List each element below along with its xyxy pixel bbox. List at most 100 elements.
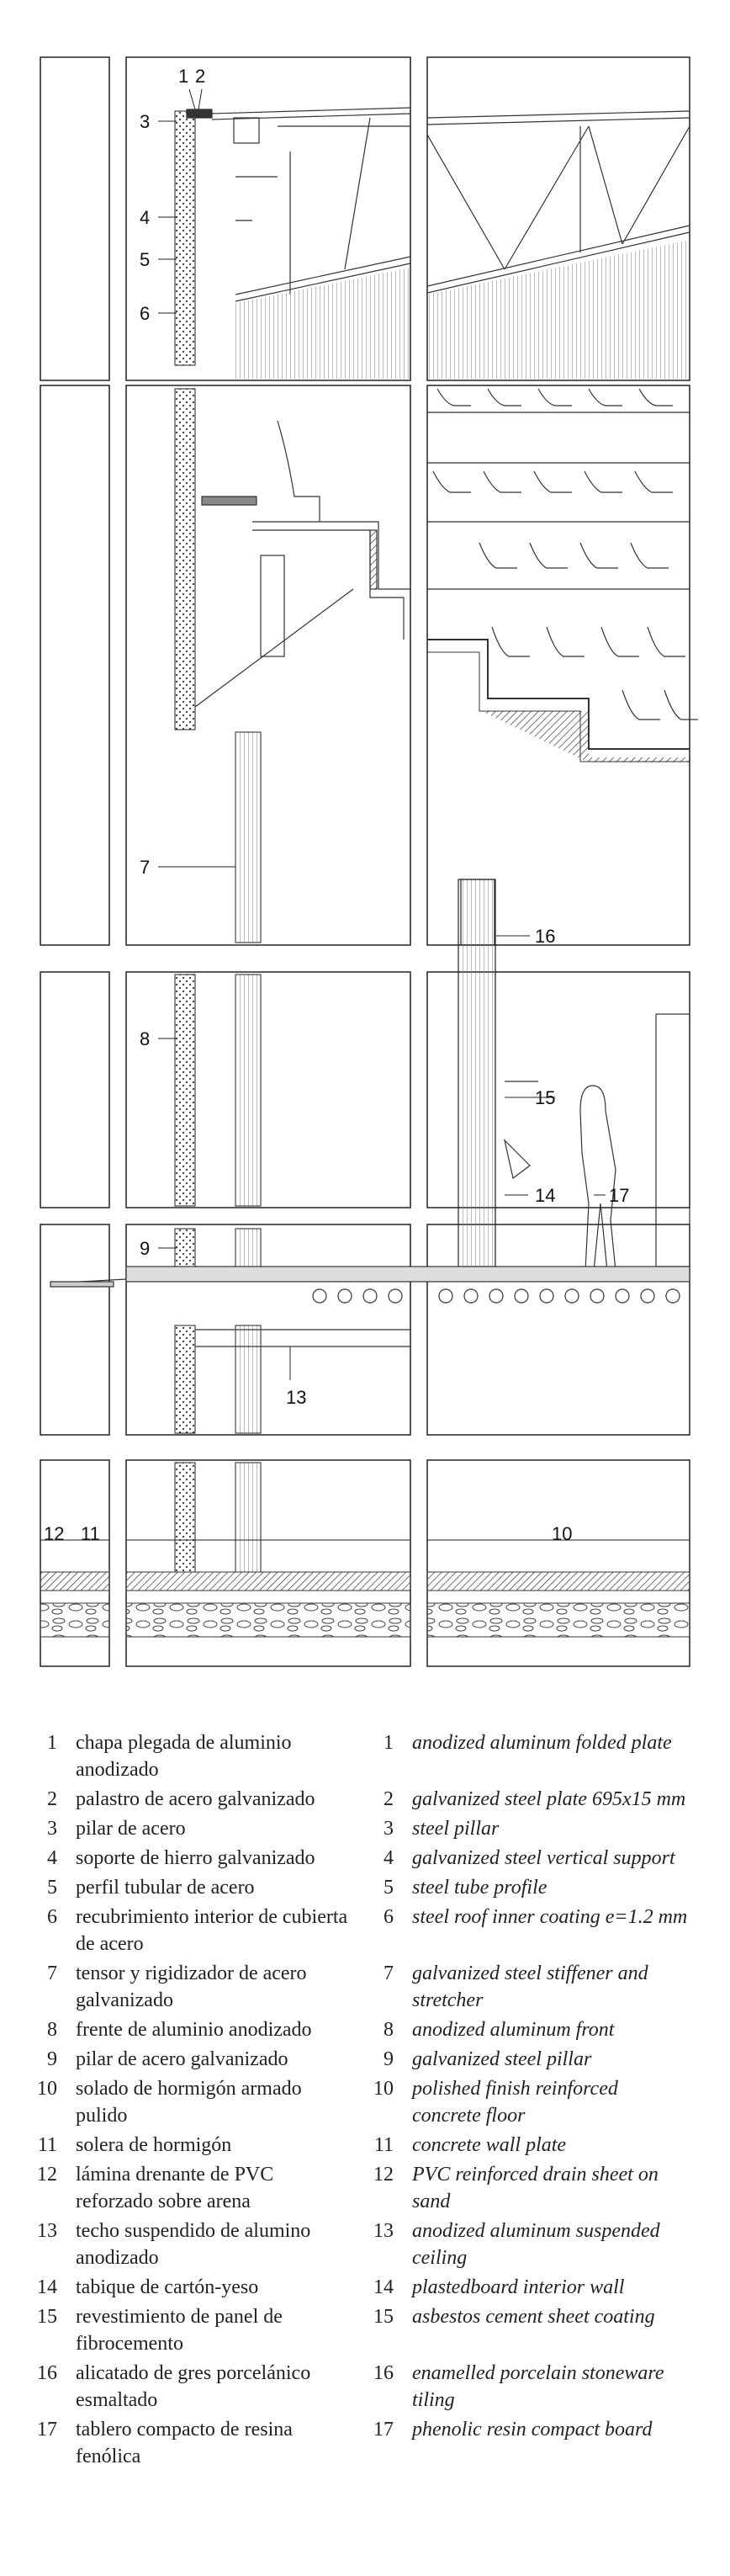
legend-num: 16 <box>37 2362 57 2384</box>
legend-text-es: solado de hormigón armado pulido <box>76 2078 302 2127</box>
callout-3: 3 <box>140 111 150 132</box>
legend-es: 9 pilar de acero galvanizado <box>32 2046 368 2073</box>
legend-es: 7 tensor y rigidizador de acero galvaniza… <box>32 1960 368 2014</box>
legend-text-es: palastro de acero galvanizado <box>76 1788 315 1810</box>
legend-num: 16 <box>373 2362 394 2384</box>
legend-es: 8 frente de aluminio anodizado <box>32 2016 368 2043</box>
legend-text-en: anodized aluminum front <box>412 2019 615 2041</box>
legend-en: 6 steel roof inner coating e=1.2 mm <box>368 1904 705 1957</box>
legend-text-en: anodized aluminum suspended ceiling <box>412 2220 660 2269</box>
legend-num: 9 <box>47 2048 57 2070</box>
ground-layers <box>40 1571 690 1638</box>
legend-text-es: recubrimiento interior de cubierta de ac… <box>76 1906 348 1955</box>
callout-4: 4 <box>140 207 150 228</box>
legend-es: 15 revestimiento de panel de fibrocemento <box>32 2303 368 2357</box>
legend-text-en: polished finish reinforced concrete floo… <box>412 2078 618 2127</box>
legend-text-es: tensor y rigidizador de acero galvanizad… <box>76 1963 307 2011</box>
legend-text-en: enamelled porcelain stoneware tiling <box>412 2362 664 2411</box>
legend-row: 12 lámina drenante de PVC reforzado sobre… <box>32 2161 705 2215</box>
legend-text-es: pilar de acero galvanizado <box>76 2048 288 2070</box>
callout-9: 9 <box>140 1238 150 1259</box>
callout-5: 5 <box>140 249 150 270</box>
legend-row: 15 revestimiento de panel de fibrocemento… <box>32 2303 705 2357</box>
legend-num: 12 <box>373 2164 394 2186</box>
legend-text-es: chapa plegada de aluminio anodizado <box>76 1732 292 1781</box>
callout-8: 8 <box>140 1028 150 1049</box>
legend-num: 6 <box>384 1906 394 1928</box>
callout-17: 17 <box>609 1185 629 1206</box>
legend-num: 13 <box>37 2220 57 2242</box>
floor-slab <box>50 1266 690 1347</box>
legend-text-es: techo suspendido de alumino anodizado <box>76 2220 311 2269</box>
legend-text-en: galvanized steel vertical support <box>412 1847 675 1869</box>
legend-num: 2 <box>384 1788 394 1810</box>
seating <box>194 388 698 946</box>
legend-es: 13 techo suspendido de alumino anodizado <box>32 2217 368 2271</box>
legend-num: 15 <box>373 2306 394 2328</box>
legend-text-es: revestimiento de panel de fibrocemento <box>76 2306 283 2355</box>
legend-text-en: concrete wall plate <box>412 2134 567 2156</box>
legend-num: 8 <box>47 2019 57 2041</box>
legend-text-en: asbestos cement sheet coating <box>412 2306 655 2328</box>
legend-en: 5 steel tube profile <box>368 1874 705 1901</box>
legend-num: 9 <box>384 2048 394 2070</box>
legend-num: 2 <box>47 1788 57 1810</box>
legend-text-en: steel roof inner coating e=1.2 mm <box>412 1906 688 1928</box>
legend-text-es: frente de aluminio anodizado <box>76 2019 312 2041</box>
legend-text-en: steel tube profile <box>412 1877 548 1899</box>
section-drawing: 1 2 3 4 5 6 7 8 9 10 11 12 13 14 15 16 1… <box>40 56 698 1667</box>
callout-13: 13 <box>286 1387 306 1408</box>
legend-num: 7 <box>384 1963 394 1984</box>
legend-row: 7 tensor y rigidizador de acero galvaniza… <box>32 1960 705 2014</box>
legend-es: 1 chapa plegada de aluminio anodizado <box>32 1729 368 1783</box>
callout-15: 15 <box>535 1087 555 1108</box>
legend-text-en: phenolic resin compact board <box>412 2419 653 2441</box>
legend-text-es: lámina drenante de PVC reforzado sobre a… <box>76 2164 274 2212</box>
legend-num: 6 <box>47 1906 57 1928</box>
legend-text-es: solera de hormigón <box>76 2134 232 2156</box>
legend-text-en: galvanized steel stiffener and stretcher <box>412 1963 648 2011</box>
legend-num: 15 <box>37 2306 57 2328</box>
legend-es: 10 solado de hormigón armado pulido <box>32 2075 368 2129</box>
legend-num: 1 <box>47 1732 57 1754</box>
legend-num: 8 <box>384 2019 394 2041</box>
roof-structure <box>186 107 690 379</box>
legend-num: 10 <box>37 2078 57 2100</box>
legend-num: 14 <box>37 2276 57 2298</box>
legend-num: 11 <box>373 2134 394 2156</box>
callout-1: 1 <box>178 66 188 87</box>
legend-num: 1 <box>384 1732 394 1754</box>
legend-num: 5 <box>47 1877 57 1899</box>
callout-2: 2 <box>195 66 205 87</box>
legend-num: 11 <box>37 2134 57 2156</box>
legend-en: 11 concrete wall plate <box>368 2132 705 2159</box>
callout-12: 12 <box>44 1523 64 1544</box>
callout-10: 10 <box>552 1523 572 1544</box>
legend-num: 7 <box>47 1963 57 1984</box>
legend-en: 7 galvanized steel stiffener and stretche… <box>368 1960 705 2014</box>
legend-text-es: tablero compacto de resina fenólica <box>76 2419 293 2467</box>
legend-num: 12 <box>37 2164 57 2186</box>
legend-num: 5 <box>384 1877 394 1899</box>
legend-text-en: PVC reinforced drain sheet on sand <box>412 2164 659 2212</box>
callout-14: 14 <box>535 1185 555 1206</box>
